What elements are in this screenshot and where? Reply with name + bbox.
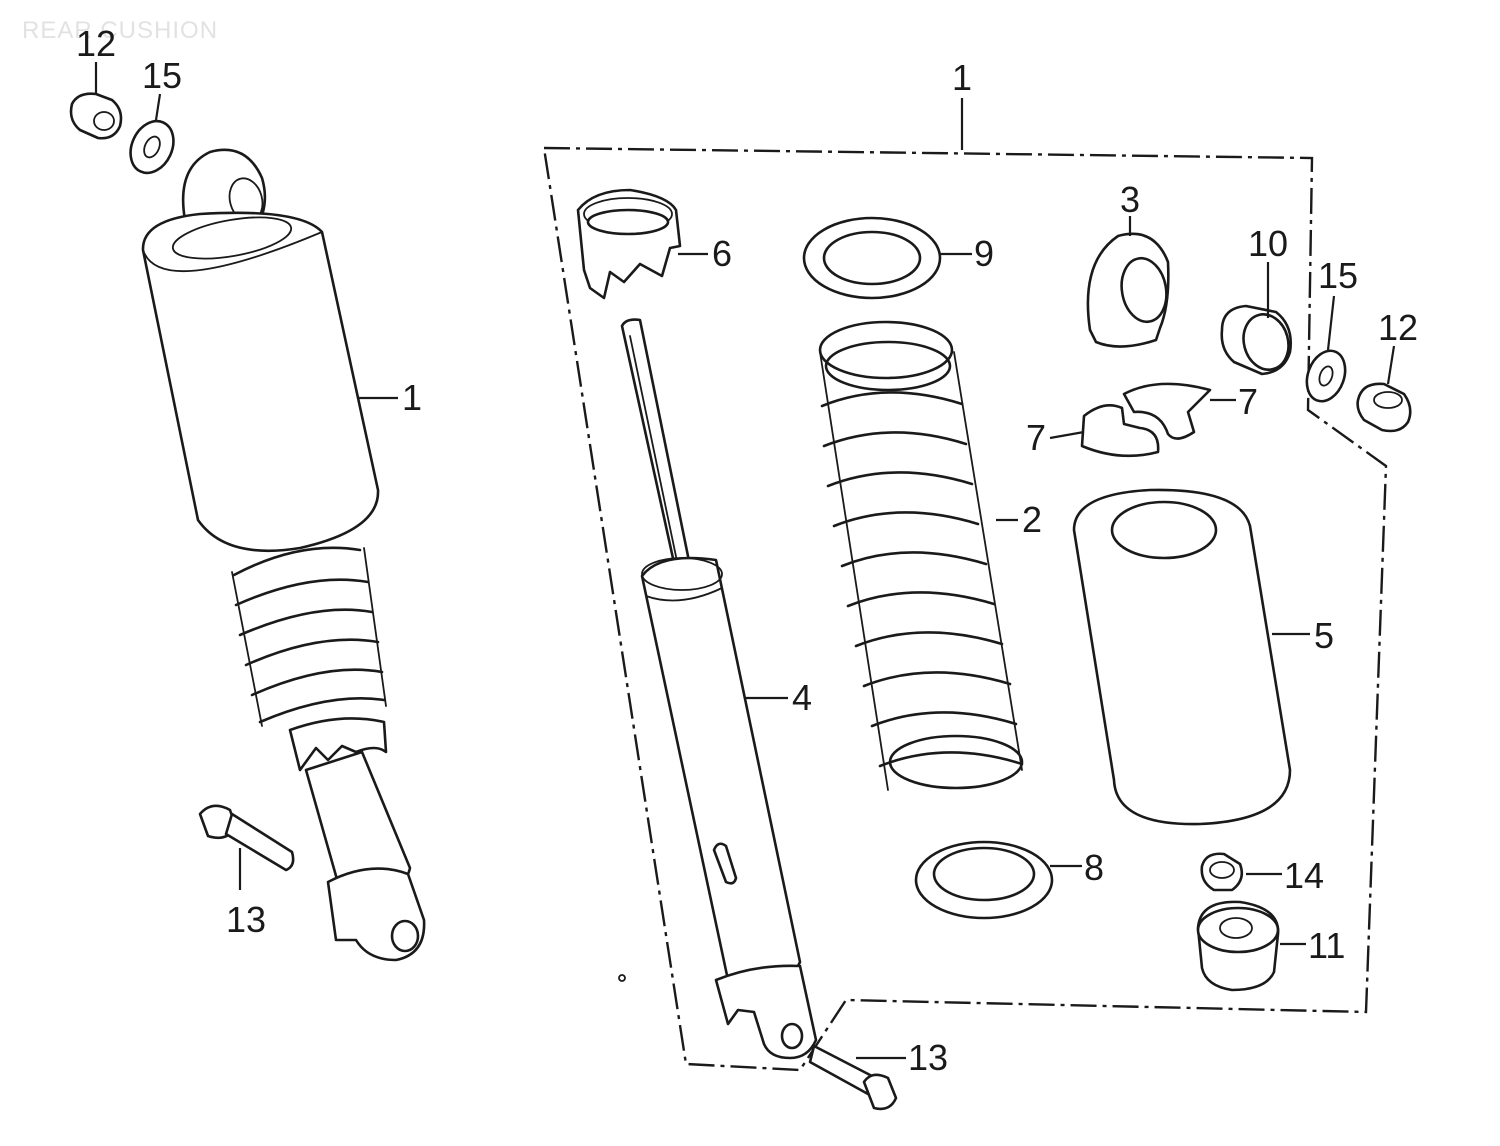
callout-2: 2 xyxy=(1022,499,1042,540)
part-7-collar-upper xyxy=(1122,382,1212,440)
part-12-cap-nut xyxy=(1356,382,1412,433)
callout-1-kit: 1 xyxy=(952,57,972,98)
stray-dot xyxy=(618,974,626,982)
part-5-cover xyxy=(1072,488,1292,826)
part-14-nut xyxy=(1200,852,1244,892)
callout-9: 9 xyxy=(974,233,994,274)
watermark-text: REAR CUSHION xyxy=(22,17,218,44)
callout-6: 6 xyxy=(712,233,732,274)
part-8-spring-seat xyxy=(914,840,1054,920)
kit-boundary xyxy=(542,146,1388,1072)
part-9-spring-seat xyxy=(802,216,942,300)
callout-1-left: 1 xyxy=(402,377,422,418)
part-3-eye-joint xyxy=(1086,232,1170,348)
callout-10: 10 xyxy=(1248,223,1288,264)
callout-8: 8 xyxy=(1084,847,1104,888)
callout-5: 5 xyxy=(1314,615,1334,656)
callout-7-lower: 7 xyxy=(1026,417,1046,458)
callout-12-left: 12 xyxy=(76,23,116,64)
part-2-spring xyxy=(818,320,1024,791)
assembled-spring-coils xyxy=(231,546,387,727)
bolt-13-left xyxy=(198,804,295,872)
callout-13-kit: 13 xyxy=(908,1037,948,1078)
callout-15-left: 15 xyxy=(142,55,182,96)
cap-nut-12-left xyxy=(69,92,123,140)
washer-15-left xyxy=(129,119,175,175)
callout-12-kit: 12 xyxy=(1378,307,1418,348)
part-6-stopper xyxy=(576,188,682,300)
part-13-bolt xyxy=(808,1044,898,1111)
callout-13-left: 13 xyxy=(226,899,266,940)
part-10-bushing xyxy=(1220,304,1292,376)
callout-15-kit: 15 xyxy=(1318,255,1358,296)
part-15-washer xyxy=(1305,349,1347,403)
callout-11: 11 xyxy=(1308,925,1345,966)
part-11-stopper-rubber xyxy=(1196,900,1280,992)
callout-7-upper: 7 xyxy=(1238,381,1258,422)
assembled-shock-absorber xyxy=(69,92,426,962)
part-4-damper xyxy=(620,318,818,1060)
callout-3: 3 xyxy=(1120,179,1140,220)
callout-4: 4 xyxy=(792,677,812,718)
part-7-collar-lower xyxy=(1080,404,1160,458)
exploded-kit xyxy=(542,146,1412,1111)
callout-14: 14 xyxy=(1284,855,1324,896)
